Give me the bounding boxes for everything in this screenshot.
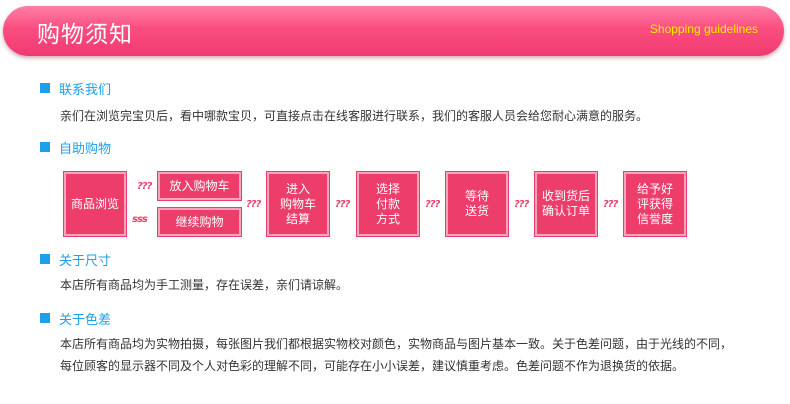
color-text-line1: 本店所有商品均为实物拍摄，每张图片我们都根据实物校对颜色，实物商品与图片基本一致… xyxy=(60,337,733,351)
flow-step-receive: 收到货后 确认订单 xyxy=(535,172,597,236)
section-title: 自助购物 xyxy=(59,141,112,157)
size-text: 本店所有商品均为手工测量，存在误差，亲们请谅解。 xyxy=(60,278,349,292)
section-title: 联系我们 xyxy=(59,82,112,98)
square-bullet-icon xyxy=(40,83,50,93)
flow-arrow-back: sss xyxy=(132,214,148,225)
page-title: 购物须知 xyxy=(37,22,133,48)
flow-arrow: ??? xyxy=(246,199,261,210)
section-self-service-heading: 自助购物 xyxy=(40,139,112,157)
color-text-line2: 每位顾客的显示器不同及个人对色彩的理解不同，可能存在小小误差，建议慎重考虑。色差… xyxy=(60,359,685,373)
page-subtitle: Shopping guidelines xyxy=(649,22,758,36)
section-title: 关于色差 xyxy=(59,312,112,328)
flow-step-browse: 商品浏览 xyxy=(64,172,126,236)
section-color-heading: 关于色差 xyxy=(40,310,112,328)
square-bullet-icon xyxy=(40,313,50,323)
flow-arrow: ??? xyxy=(137,181,152,192)
square-bullet-icon xyxy=(40,142,50,152)
flow-step-continue: 继续购物 xyxy=(158,208,241,236)
flow-arrow: ??? xyxy=(603,199,618,210)
flow-step-enter-cart: 进入 购物车 结算 xyxy=(267,172,329,236)
flow-step-add-cart: 放入购物车 xyxy=(158,172,241,200)
section-contact-heading: 联系我们 xyxy=(40,80,112,98)
header-banner: 购物须知 Shopping guidelines xyxy=(3,6,784,56)
flow-arrow: ??? xyxy=(335,199,350,210)
contact-text: 亲们在浏览完宝贝后，看中哪款宝贝，可直接点击在线客服进行联系，我们的客服人员会给… xyxy=(60,109,649,123)
flow-step-choose-pay: 选择 付款 方式 xyxy=(357,172,419,236)
flow-step-review: 给予好 评获得 信誉度 xyxy=(624,172,686,236)
flow-step-wait-ship: 等待 送货 xyxy=(446,172,508,236)
section-title: 关于尺寸 xyxy=(59,253,112,269)
section-size-heading: 关于尺寸 xyxy=(40,251,112,269)
square-bullet-icon xyxy=(40,254,50,264)
flow-arrow: ??? xyxy=(425,199,440,210)
flow-arrow: ??? xyxy=(514,199,529,210)
